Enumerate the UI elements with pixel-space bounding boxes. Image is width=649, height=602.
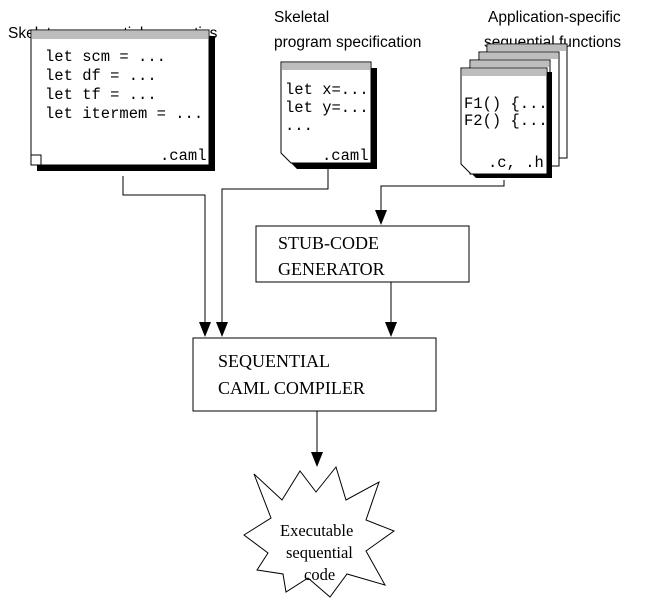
caption-app-specific-line1: Application-specific <box>488 9 621 26</box>
functions-c-files-stack: F1() {... F2() {... .c, .h <box>460 43 568 178</box>
spec-code-line: let x=... <box>285 81 369 99</box>
caption-skeletal-spec-line2: program specification <box>274 34 421 51</box>
connector-functions-to-generator <box>380 180 505 212</box>
stub-generator-label-line2: GENERATOR <box>278 259 385 279</box>
semantics-file-extension: .caml <box>160 147 207 165</box>
arrowhead-functions <box>375 210 387 225</box>
connector-spec-to-compiler <box>221 168 329 325</box>
output-label-line3: code <box>304 565 335 584</box>
caption-skeletal-spec-line1: Skeletal <box>274 9 329 26</box>
connector-lines <box>122 168 505 454</box>
connector-semantics-to-compiler <box>122 176 206 325</box>
stub-code-generator-box: STUB-CODE GENERATOR <box>255 225 470 283</box>
arrowhead-output <box>311 452 323 467</box>
executable-output-burst: Executable sequential code <box>243 465 396 598</box>
stub-generator-label-line1: STUB-CODE <box>278 233 379 253</box>
functions-code-line: F2() {... <box>464 112 548 130</box>
semantics-code-line: let itermem = ... <box>45 105 203 123</box>
arrowheads <box>199 210 397 467</box>
semantics-code-line: let scm = ... <box>45 48 166 66</box>
semantics-caml-file: let scm = ... let df = ... let tf = ... … <box>30 29 215 171</box>
arrowhead-spec <box>216 322 228 337</box>
spec-file-extension: .caml <box>322 147 369 165</box>
output-label-line1: Executable <box>280 521 353 540</box>
compiler-label-line1: SEQUENTIAL <box>218 351 330 371</box>
compiler-label-line2: CAML COMPILER <box>218 378 365 398</box>
arrowhead-semantics <box>199 322 211 337</box>
semantics-code-line: let tf = ... <box>45 86 157 104</box>
semantics-code-line: let df = ... <box>45 67 157 85</box>
functions-code-line: F1() {... <box>464 95 548 113</box>
spec-caml-file: let x=... let y=... ... .caml <box>280 61 377 169</box>
arrowhead-generator <box>385 322 397 337</box>
spec-code-line: ... <box>285 117 313 135</box>
sequential-caml-compiler-box: SEQUENTIAL CAML COMPILER <box>192 337 437 412</box>
functions-file-extension: .c, .h <box>488 154 544 172</box>
output-label-line2: sequential <box>286 543 353 562</box>
spec-code-line: let y=... <box>285 99 369 117</box>
